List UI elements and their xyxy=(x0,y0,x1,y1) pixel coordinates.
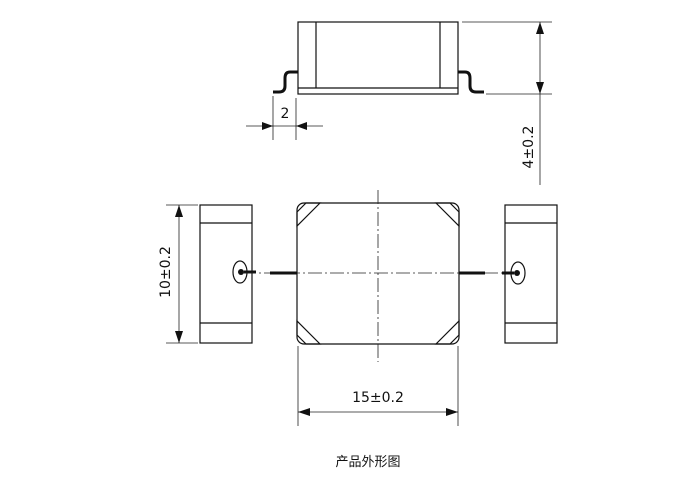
width-dimension-label: 10±0.2 xyxy=(158,246,174,298)
left-lead xyxy=(273,70,298,94)
drawing-caption: 产品外形图 xyxy=(335,455,400,470)
corner-chamfer-tr xyxy=(434,202,460,228)
length-dimension-label: 15±0.2 xyxy=(352,390,404,406)
corner-chamfer-bl xyxy=(296,319,322,345)
left-end-view: 10±0.2 xyxy=(158,204,256,344)
right-lead xyxy=(458,70,484,94)
corner-chamfer-br xyxy=(434,319,460,345)
side-elevation-view: 2 4±0.2 xyxy=(246,21,552,185)
height-dimension-label: 4±0.2 xyxy=(521,126,537,169)
plan-view: 15±0.2 xyxy=(242,190,512,426)
corner-chamfer-tl xyxy=(296,202,322,228)
lead-pitch-label: 2 xyxy=(281,106,290,122)
right-end-view xyxy=(502,204,558,344)
